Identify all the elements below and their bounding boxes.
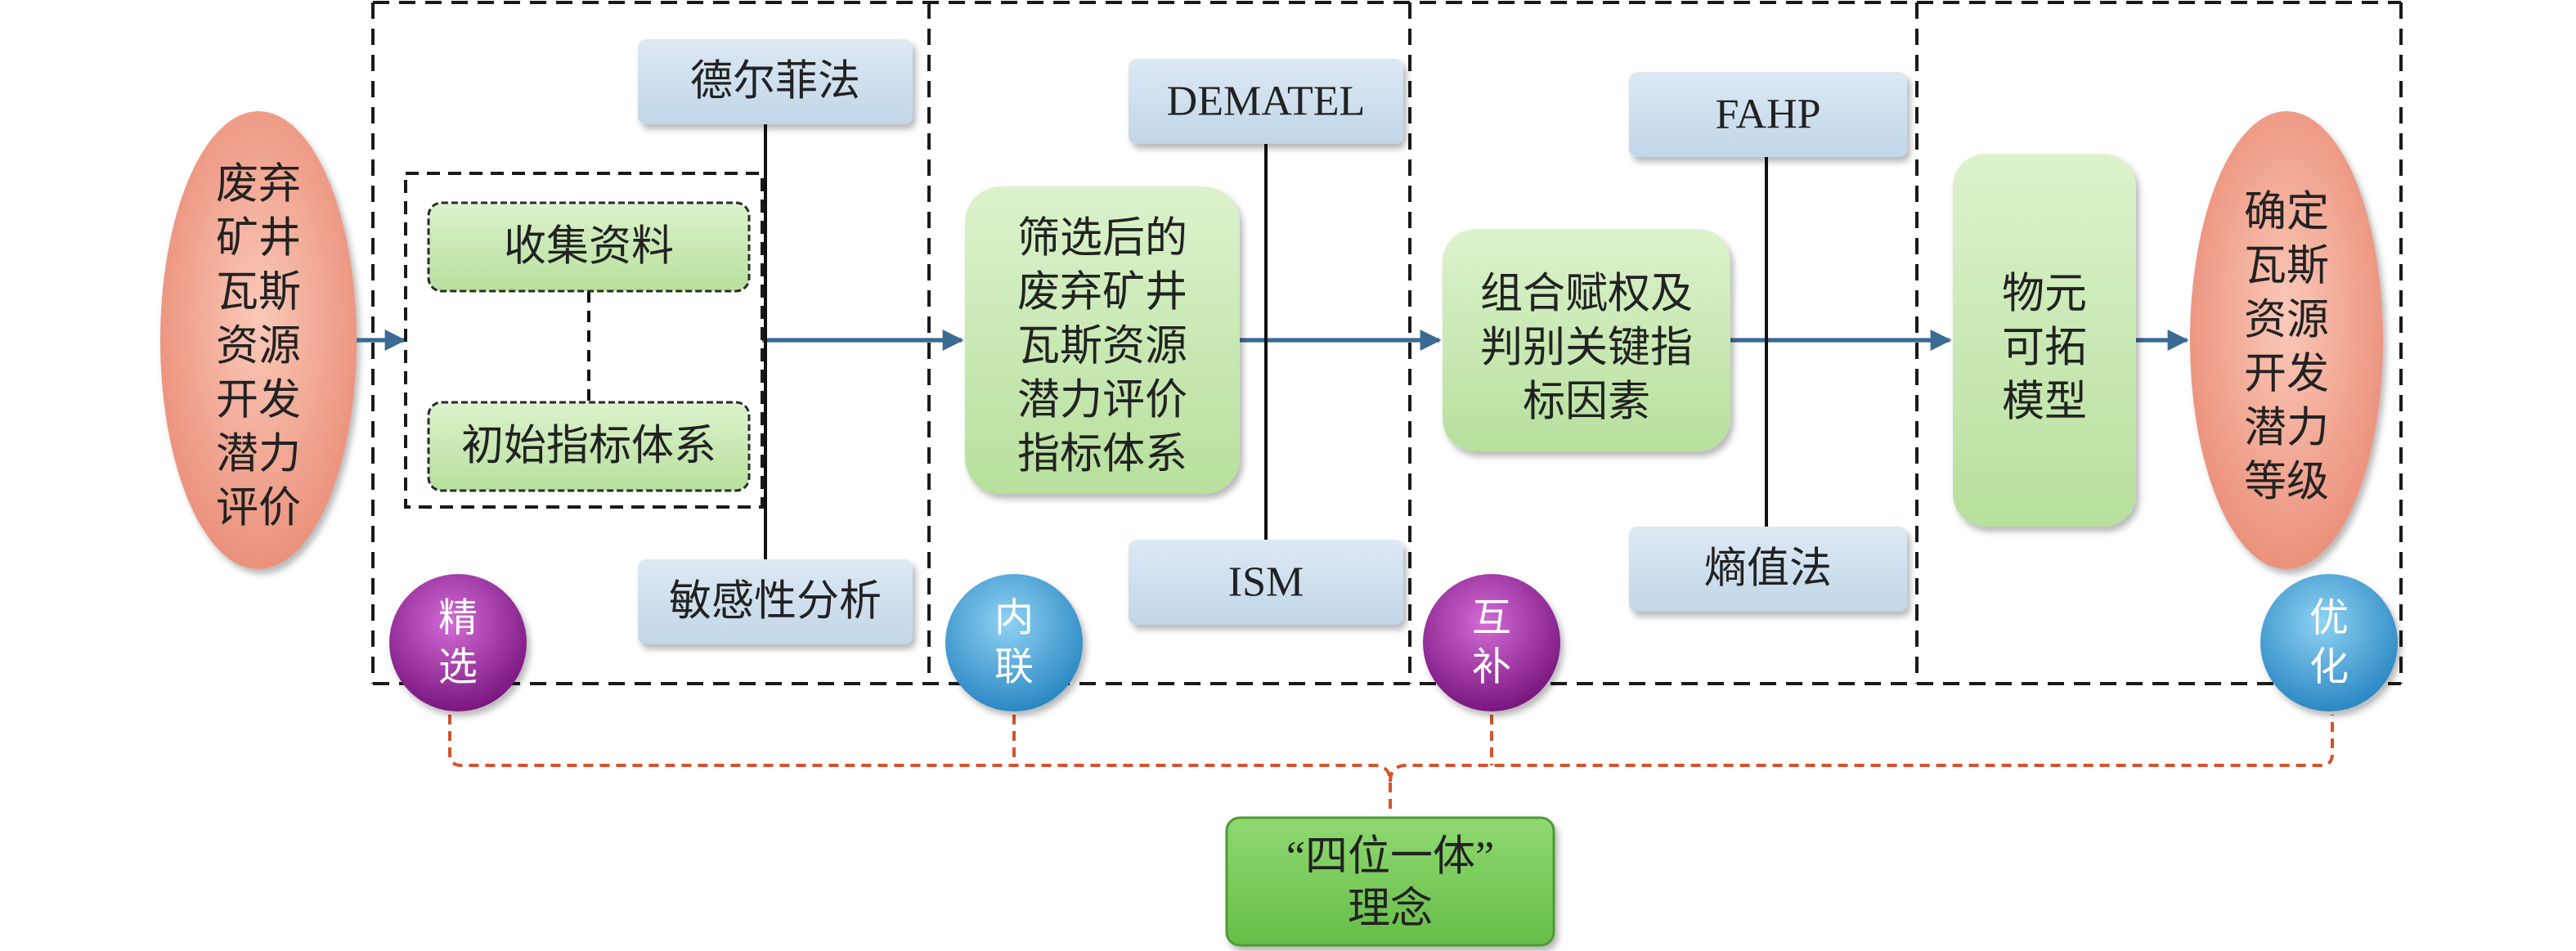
screened-index-line: 废弃矿井	[1017, 270, 1187, 316]
result-line: 资源	[2244, 298, 2329, 344]
stage-frames	[371, 1, 2403, 685]
ism-box: ISM	[1129, 540, 1403, 625]
delphi-box: 德尔菲法	[638, 39, 913, 124]
bracket-left-arm	[448, 715, 1392, 814]
result-line: 确定	[2244, 190, 2329, 236]
result-line: 潜力	[2244, 406, 2329, 452]
sensitivity-label: 敏感性分析	[669, 579, 882, 626]
principle-bracket	[448, 715, 2334, 814]
result-node: 确定 瓦斯 资源 开发 潜力 等级	[2190, 111, 2383, 569]
principle-3-char: 补	[1472, 646, 1511, 689]
delphi-label: 德尔菲法	[690, 59, 860, 105]
fahp-label: FAHP	[1715, 92, 1820, 138]
concept-line: “四位一体”	[1286, 834, 1494, 881]
matter-element-line: 模型	[2002, 379, 2087, 426]
screened-index-line: 瓦斯资源	[1017, 324, 1187, 370]
matter-element-box: 物元 可拓 模型	[1953, 154, 2136, 527]
collect-box: 收集资料	[427, 201, 751, 293]
dematel-label: DEMATEL	[1167, 79, 1366, 125]
principle-circle-4-shape	[2260, 574, 2398, 711]
start-line: 矿井	[216, 216, 301, 262]
principle-circle-3-shape	[1423, 574, 1560, 711]
start-line: 开发	[216, 378, 301, 424]
principle-4-char: 化	[2309, 646, 2349, 689]
result-line: 开发	[2244, 352, 2329, 398]
principle-circle-2-shape	[945, 574, 1083, 711]
collection-group-frame	[404, 172, 764, 509]
principle-4-char: 优	[2309, 597, 2349, 640]
screened-index-line: 指标体系	[1017, 432, 1187, 478]
concept-box-shape	[1225, 816, 1555, 947]
sensitivity-box-shape	[638, 559, 913, 644]
principle-circle-1-shape	[389, 574, 527, 711]
weighting-box: 组合赋权及 判别关键指 标因素	[1443, 229, 1730, 451]
concept-box: “四位一体” 理念	[1225, 816, 1555, 947]
weighting-line: 判别关键指	[1480, 325, 1693, 372]
ism-box-shape	[1129, 540, 1403, 625]
matter-element-line: 物元	[2002, 271, 2087, 318]
start-line: 瓦斯	[216, 270, 301, 316]
collect-label: 收集资料	[504, 224, 674, 271]
principle-circle-2: 内 联	[945, 574, 1083, 711]
principle-1-char: 精	[438, 597, 478, 640]
ism-label: ISM	[1228, 559, 1304, 606]
start-line: 废弃	[216, 162, 301, 209]
fahp-box-shape	[1629, 72, 1907, 157]
result-ellipse	[2190, 111, 2383, 569]
entropy-box-shape	[1629, 527, 1907, 612]
principle-3-char: 互	[1472, 597, 1511, 640]
screened-index-line: 筛选后的	[1017, 216, 1187, 262]
fahp-box: FAHP	[1629, 72, 1907, 157]
initial-index-box-shape	[427, 401, 751, 492]
matter-element-line: 可拓	[2002, 325, 2087, 372]
principle-1-char: 选	[438, 646, 478, 689]
start-line: 潜力	[216, 432, 301, 478]
weighting-line: 标因素	[1523, 379, 1650, 426]
initial-index-box: 初始指标体系	[427, 401, 751, 492]
sensitivity-box: 敏感性分析	[638, 559, 913, 644]
entropy-label: 熵值法	[1704, 546, 1832, 593]
screened-index-box-shape	[965, 186, 1240, 494]
matter-element-box-shape	[1953, 154, 2136, 527]
weighting-box-shape	[1443, 229, 1730, 451]
dematel-box-shape	[1129, 59, 1403, 144]
screened-index-line: 潜力评价	[1017, 378, 1187, 424]
start-node: 废弃 矿井 瓦斯 资源 开发 潜力 评价	[160, 111, 357, 569]
entropy-box: 熵值法	[1629, 527, 1907, 612]
weighting-line: 组合赋权及	[1480, 271, 1693, 318]
start-line: 评价	[216, 486, 301, 532]
initial-index-label: 初始指标体系	[461, 424, 716, 470]
principle-circle-4: 优 化	[2260, 574, 2398, 711]
principle-circle-3: 互 补	[1423, 574, 1560, 711]
concept-line: 理念	[1348, 886, 1433, 933]
bracket-right-arm	[1389, 715, 2334, 783]
start-ellipse	[160, 111, 357, 569]
collect-box-shape	[427, 201, 751, 293]
screened-index-box: 筛选后的 废弃矿井 瓦斯资源 潜力评价 指标体系	[965, 186, 1240, 494]
delphi-box-shape	[638, 39, 913, 124]
result-line: 等级	[2244, 460, 2329, 506]
principle-2-char: 联	[994, 646, 1034, 689]
dematel-box: DEMATEL	[1129, 59, 1403, 144]
principle-circle-1: 精 选	[389, 574, 527, 711]
principle-2-char: 内	[994, 597, 1034, 640]
result-line: 瓦斯	[2244, 244, 2329, 290]
start-line: 资源	[216, 324, 301, 370]
